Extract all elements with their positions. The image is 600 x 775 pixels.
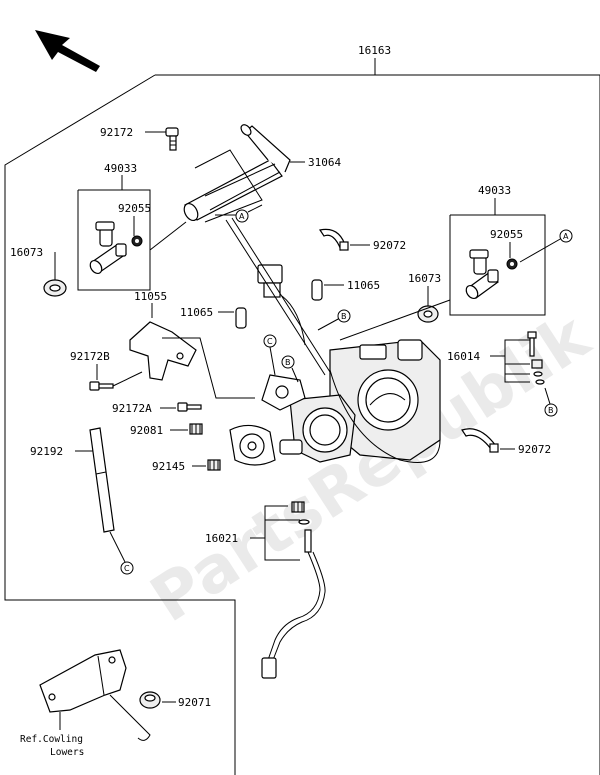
label-92192: 92192 [30, 445, 63, 458]
spring-92081 [189, 423, 203, 435]
label-16073-left: 16073 [10, 246, 43, 259]
svg-text:A: A [239, 212, 245, 221]
label-92055-right: 92055 [490, 228, 523, 241]
label-92145: 92145 [152, 460, 185, 473]
label-16014: 16014 [447, 350, 480, 363]
injector-49033-right [465, 249, 499, 300]
label-16163: 16163 [358, 44, 391, 57]
svg-text:B: B [285, 358, 291, 367]
label-16073-right: 16073 [408, 272, 441, 285]
direction-arrow-icon [35, 30, 100, 72]
clamp-92072-bottom [461, 428, 499, 453]
spring-92145 [207, 459, 221, 471]
o-ring-92055-right [506, 258, 518, 270]
svg-text:C: C [267, 337, 273, 346]
ref-marker-c-bottom: C [120, 561, 134, 575]
label-11055: 11055 [134, 290, 167, 303]
svg-text:B: B [548, 406, 554, 415]
svg-text:B: B [341, 312, 347, 321]
cowling-bracket [39, 649, 151, 741]
adjuster-16021 [261, 501, 326, 679]
bolt-92172a [177, 402, 202, 412]
ref-marker-b-mid: B [281, 355, 295, 369]
ref-marker-b-top: B [337, 309, 351, 323]
grommet-92071 [139, 691, 161, 709]
clamp-92072-top [319, 228, 349, 251]
bolt-92172b [89, 381, 114, 391]
ref-marker-b-right: B [544, 403, 558, 417]
note-ref-cowling-line1: Ref.Cowling [20, 734, 83, 745]
svg-text:A: A [563, 232, 569, 241]
tube-92192 [89, 427, 115, 533]
ref-marker-c-top: C [263, 334, 277, 348]
o-ring-92055-left [131, 235, 143, 247]
label-11065-right: 11065 [347, 279, 380, 292]
label-11065-left: 11065 [180, 306, 213, 319]
svg-text:C: C [124, 564, 130, 573]
label-92172: 92172 [100, 126, 133, 139]
assembly-outline [155, 74, 600, 775]
label-31064: 31064 [308, 156, 341, 169]
label-92172a: 92172A [112, 402, 152, 415]
label-92072-top: 92072 [373, 239, 406, 252]
injector-49033-left [89, 221, 127, 275]
label-92071: 92071 [178, 696, 211, 709]
note-ref-cowling-line2: Lowers [50, 747, 84, 758]
ref-marker-a-right: A [559, 229, 573, 243]
valve-16014 [527, 331, 545, 385]
label-92072-bottom: 92072 [518, 443, 551, 456]
cap-11065-left [235, 307, 247, 329]
label-92172b: 92172B [70, 350, 110, 363]
label-92081: 92081 [130, 424, 163, 437]
bolt-92172 [165, 127, 179, 151]
assembly-outline-left [4, 74, 236, 775]
ref-marker-a: A [235, 209, 249, 223]
label-49033-left: 49033 [104, 162, 137, 175]
throttle-body [225, 217, 441, 466]
cap-11065-right [311, 279, 323, 301]
fuel-pipe-31064 [183, 124, 291, 222]
label-49033-right: 49033 [478, 184, 511, 197]
seal-16073-left [43, 279, 67, 297]
sensor-bracket-11055 [129, 321, 197, 381]
label-92055-left: 92055 [118, 202, 151, 215]
label-16021: 16021 [205, 532, 238, 545]
